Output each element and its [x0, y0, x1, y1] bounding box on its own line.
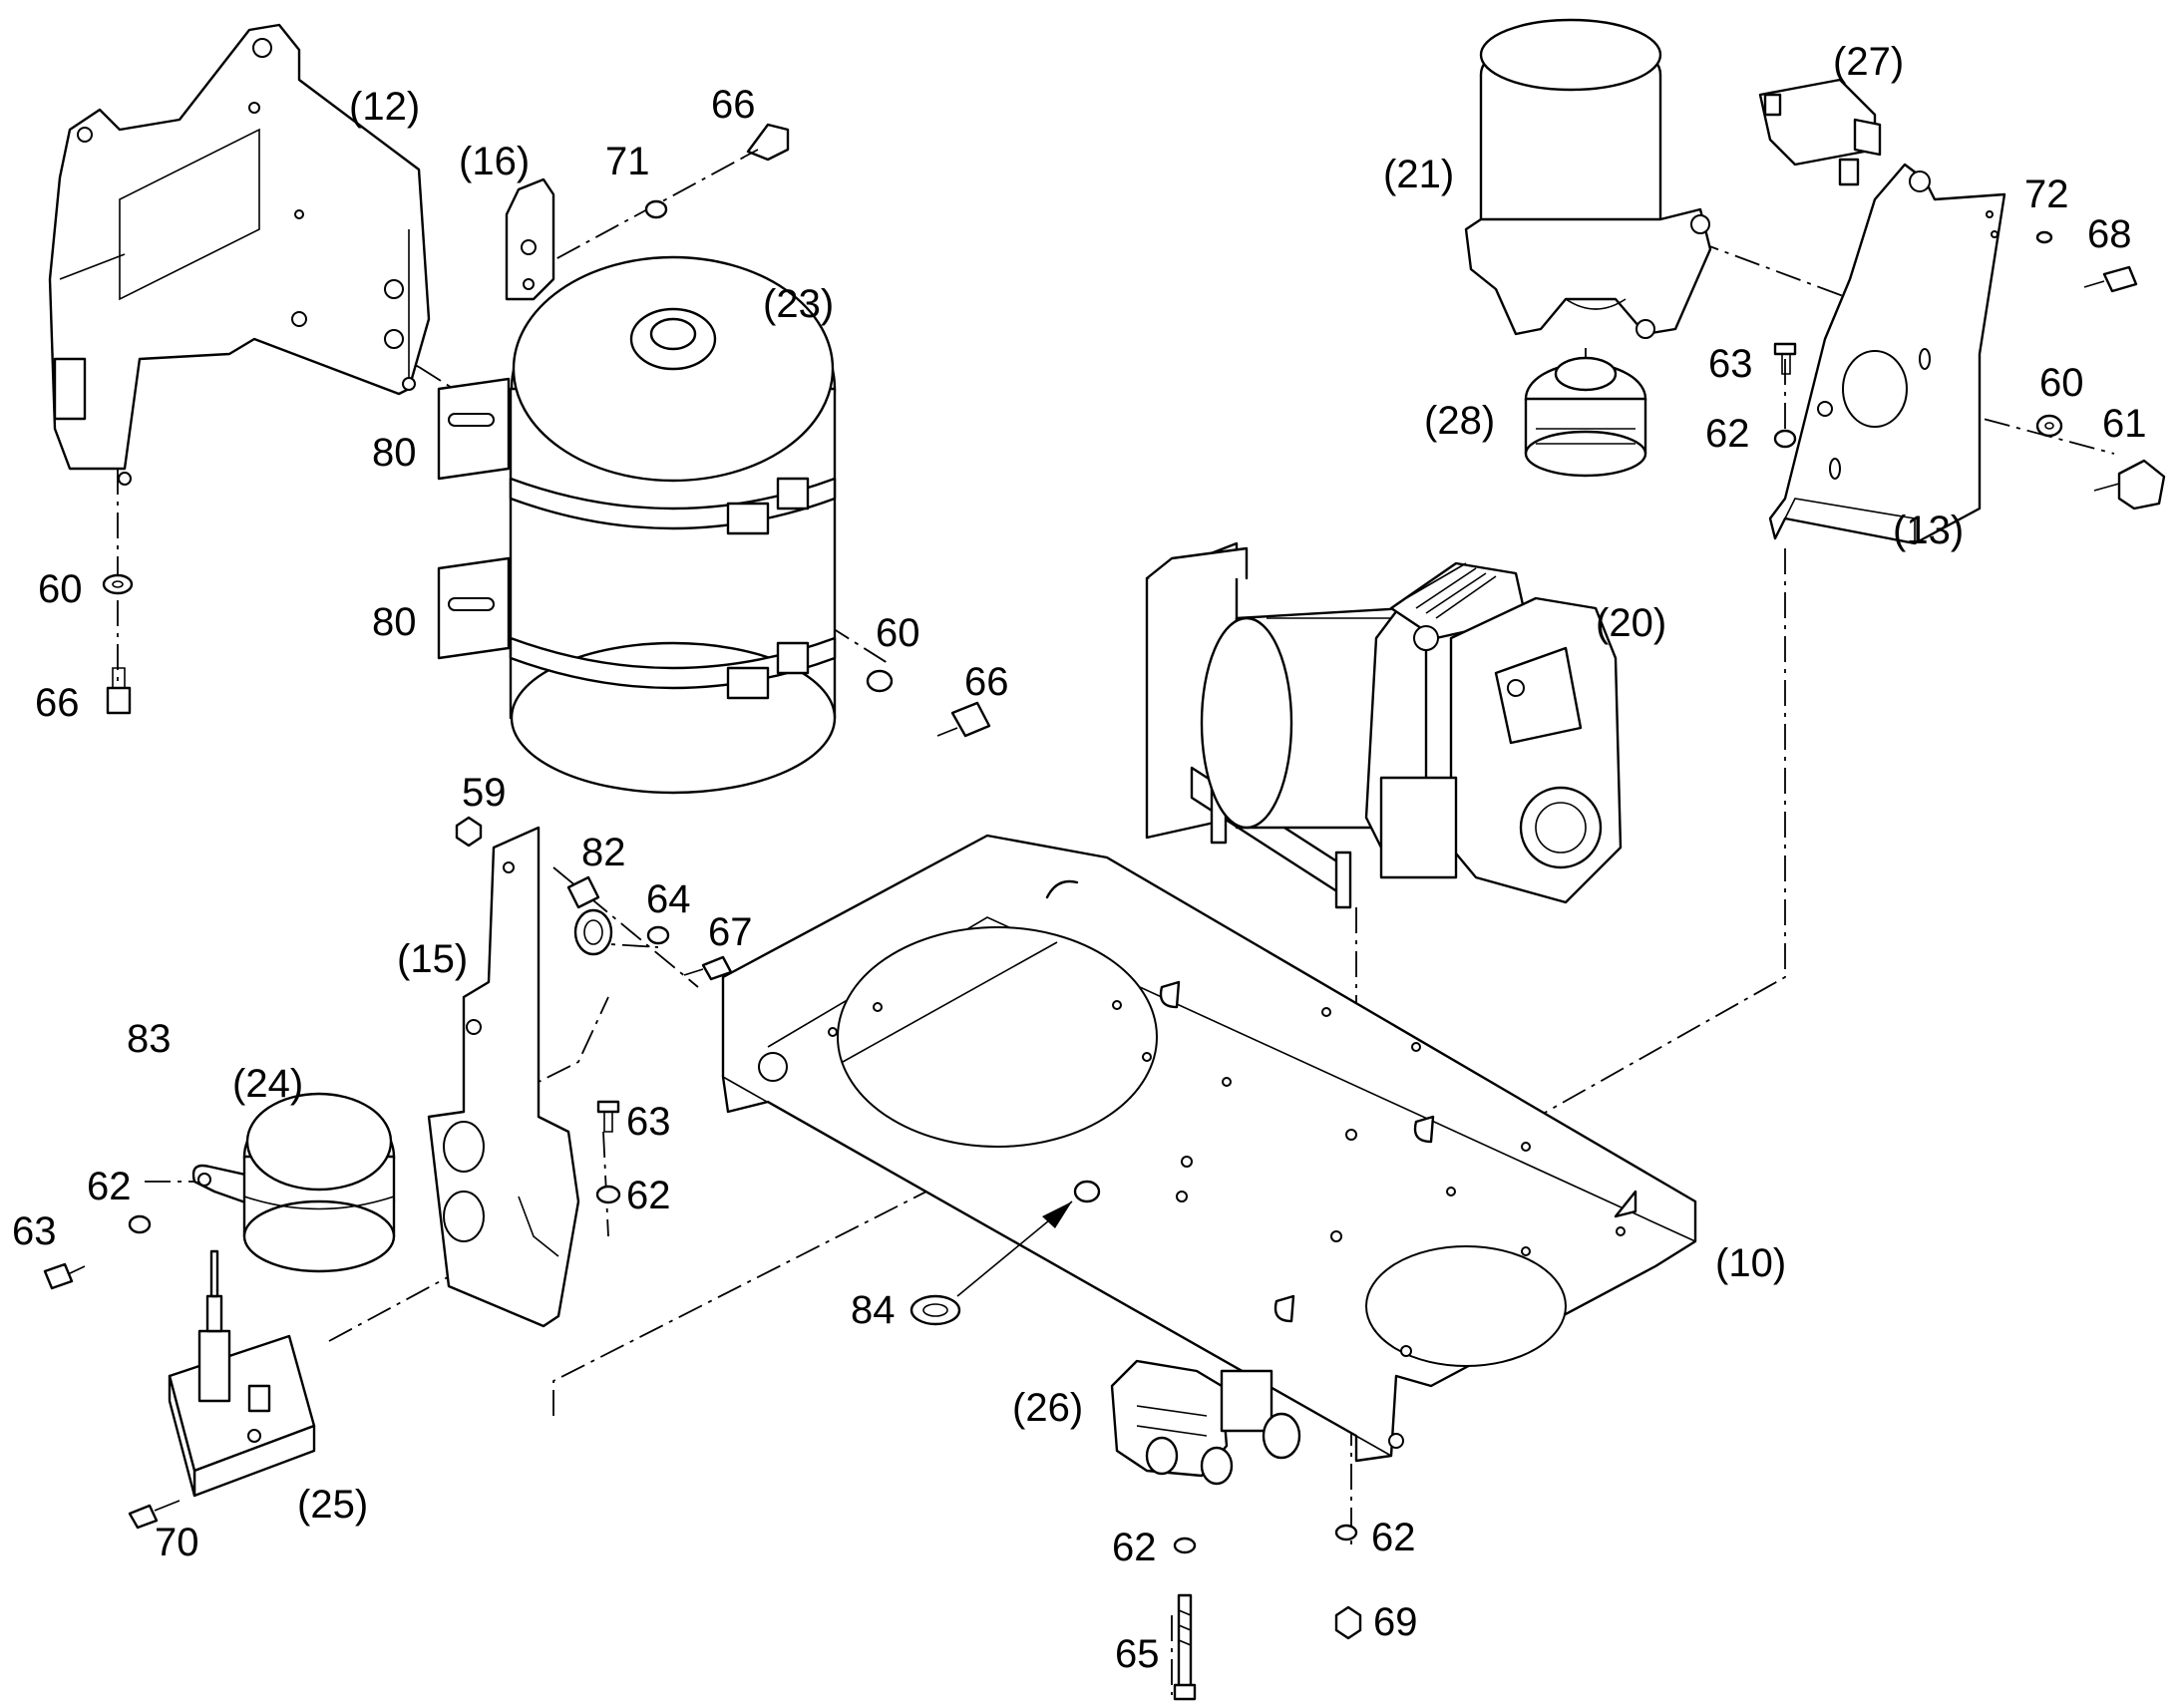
callout-23: (23)	[763, 282, 834, 326]
bracket-16	[505, 177, 555, 301]
bracket-12	[48, 23, 431, 486]
callout-62-mid: 62	[626, 1174, 671, 1217]
bracket-13	[1768, 163, 2006, 545]
washer-72	[2035, 230, 2053, 244]
callout-26: (26)	[1012, 1386, 1083, 1430]
screw-63-left	[43, 1262, 86, 1290]
callout-24: (24)	[232, 1062, 303, 1106]
callout-60-right: 60	[2039, 361, 2084, 405]
callout-10: (10)	[1715, 1241, 1786, 1285]
bolt-65	[1173, 1593, 1197, 1701]
bolt-61	[2093, 459, 2166, 511]
bolt-66-mid	[936, 701, 991, 738]
nut-59	[455, 816, 483, 848]
callout-71: 71	[605, 140, 650, 183]
compressor-20	[1145, 541, 1623, 909]
callout-63-mid: 63	[626, 1100, 671, 1144]
callout-64: 64	[646, 877, 691, 921]
callout-25: (25)	[297, 1483, 368, 1527]
washer-60-mid	[866, 669, 894, 693]
air-tank-23	[437, 255, 837, 795]
bracket-15	[427, 826, 580, 1328]
grommet-84	[909, 1180, 1101, 1326]
callout-82: 82	[581, 831, 626, 874]
callout-66-mid: 66	[964, 660, 1009, 704]
callout-72: 72	[2024, 172, 2069, 216]
callout-13: (13)	[1893, 509, 1964, 552]
callout-61: 61	[2102, 402, 2147, 446]
callout-20: (20)	[1596, 601, 1666, 645]
reservoir-24	[242, 1092, 396, 1273]
callout-66-left: 66	[35, 681, 80, 725]
callout-63-top: 63	[1708, 342, 1753, 386]
washer-64	[646, 925, 670, 945]
washer-62-top	[1773, 429, 1797, 449]
washer-71	[644, 199, 668, 219]
callout-16: (16)	[459, 140, 530, 183]
callout-62-bottom-right: 62	[1371, 1516, 1416, 1559]
screw-67	[683, 955, 733, 981]
manifold-block-25	[168, 1249, 316, 1498]
callout-59: 59	[462, 771, 507, 815]
callout-67: 67	[708, 910, 753, 954]
callout-83: 83	[127, 1017, 172, 1061]
screw-68	[2083, 265, 2138, 293]
dryer-21	[1464, 18, 1712, 339]
pressure-switch-27	[1758, 78, 1882, 186]
callout-65: 65	[1115, 1632, 1160, 1676]
valve-26	[1110, 1359, 1301, 1486]
callout-27: (27)	[1833, 40, 1904, 84]
washer-62-left	[128, 1214, 152, 1234]
callout-62-top: 62	[1705, 412, 1750, 456]
callout-60-mid: 60	[876, 611, 920, 655]
bolt-66-left	[106, 667, 132, 715]
callout-labels: (12) (16) 71 66 (23) 80 80 60 66 60 66 (…	[12, 40, 2147, 1676]
clamp-82	[566, 875, 613, 956]
washer-60-left	[102, 573, 134, 595]
callout-21: (21)	[1383, 153, 1454, 196]
callout-63-left: 63	[12, 1209, 57, 1253]
callout-80-upper: 80	[372, 431, 417, 475]
silencer-28	[1524, 356, 1647, 478]
screw-70	[128, 1500, 181, 1530]
screw-63-top	[1773, 342, 1797, 375]
callout-62-bottom-left: 62	[1112, 1526, 1157, 1569]
callout-68: 68	[2087, 212, 2132, 256]
washer-62-mid	[595, 1185, 621, 1204]
callout-15: (15)	[397, 937, 468, 981]
callout-84: 84	[851, 1288, 896, 1332]
callout-28: (28)	[1424, 399, 1495, 443]
nut-69	[1334, 1605, 1362, 1640]
callout-66-top: 66	[711, 83, 756, 127]
callout-80-lower: 80	[372, 600, 417, 644]
callout-70: 70	[155, 1521, 199, 1564]
bolt-66-top	[742, 123, 790, 162]
callout-62-left: 62	[87, 1165, 132, 1208]
callout-12: (12)	[349, 85, 420, 129]
washer-60-right	[2035, 414, 2063, 438]
callout-69: 69	[1373, 1600, 1418, 1644]
callout-60-left: 60	[38, 567, 83, 611]
washer-62-bottom-left	[1173, 1537, 1197, 1554]
base-plate-10	[721, 834, 1697, 1463]
washer-62-bottom-right	[1334, 1524, 1358, 1541]
screw-63-mid	[596, 1100, 620, 1133]
